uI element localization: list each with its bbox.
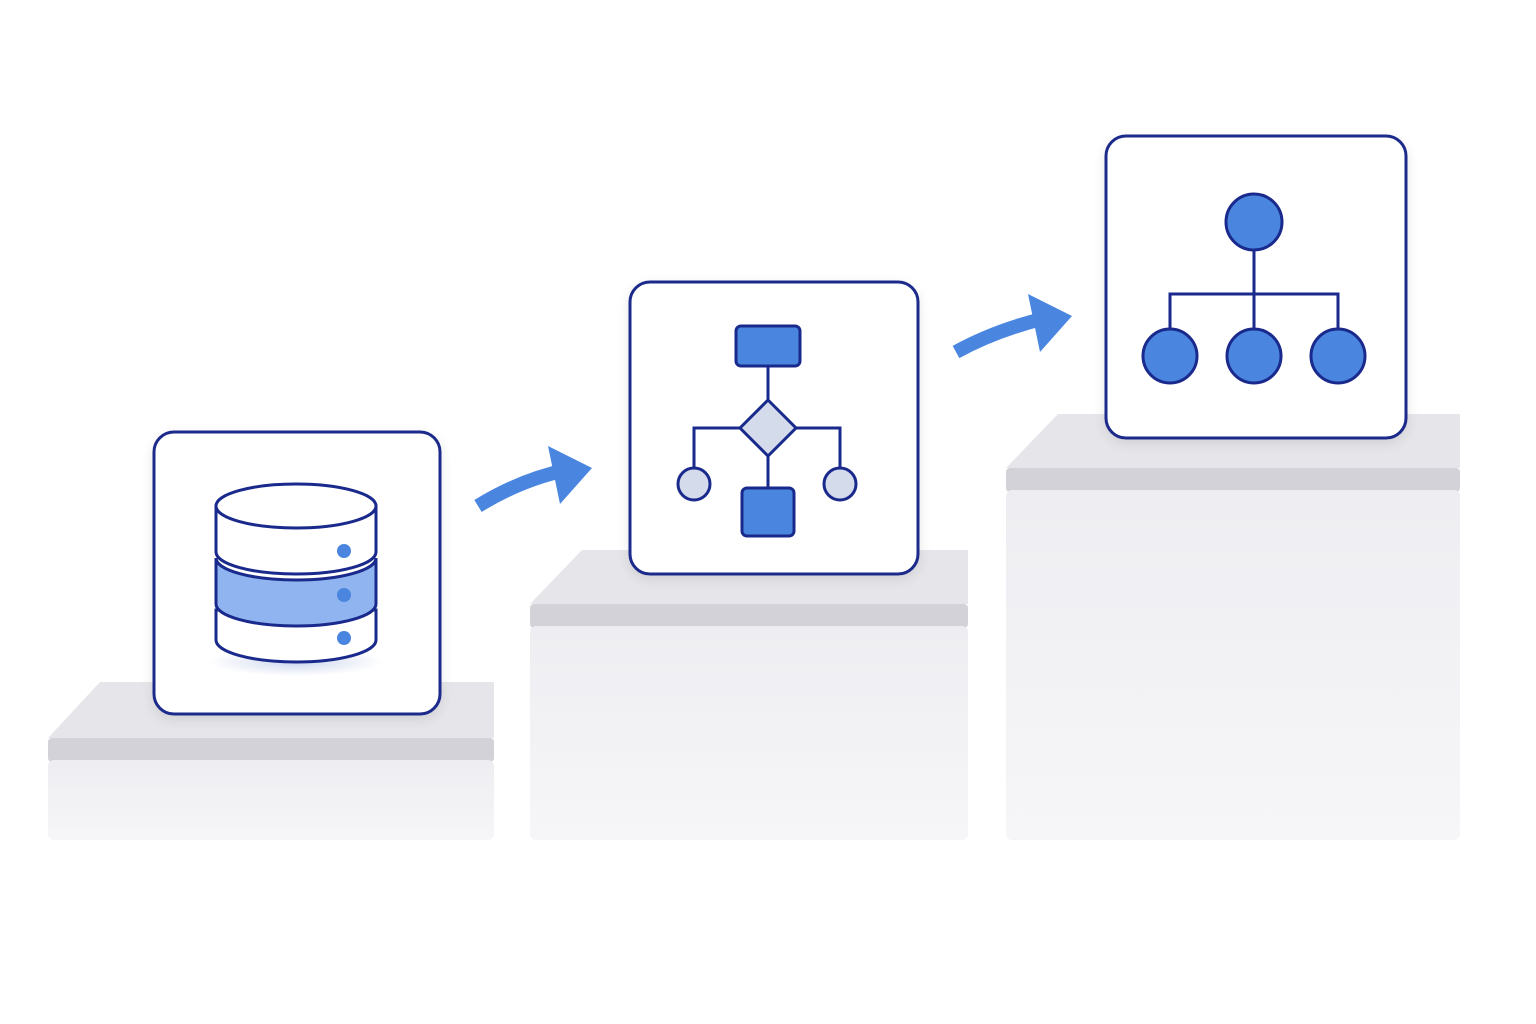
step-card-1 (152, 430, 442, 716)
step-card-2 (628, 280, 920, 576)
hierarchy-icon (1141, 192, 1367, 385)
pedestal-step-3 (1006, 414, 1460, 840)
arrow-right-icon-2 (952, 294, 1072, 359)
arrow-right-icon-1 (474, 446, 592, 512)
database-icon (208, 482, 384, 676)
pedestal-step-2 (530, 550, 968, 840)
step-card-3 (1104, 134, 1408, 440)
flowchart-icon (676, 324, 858, 538)
